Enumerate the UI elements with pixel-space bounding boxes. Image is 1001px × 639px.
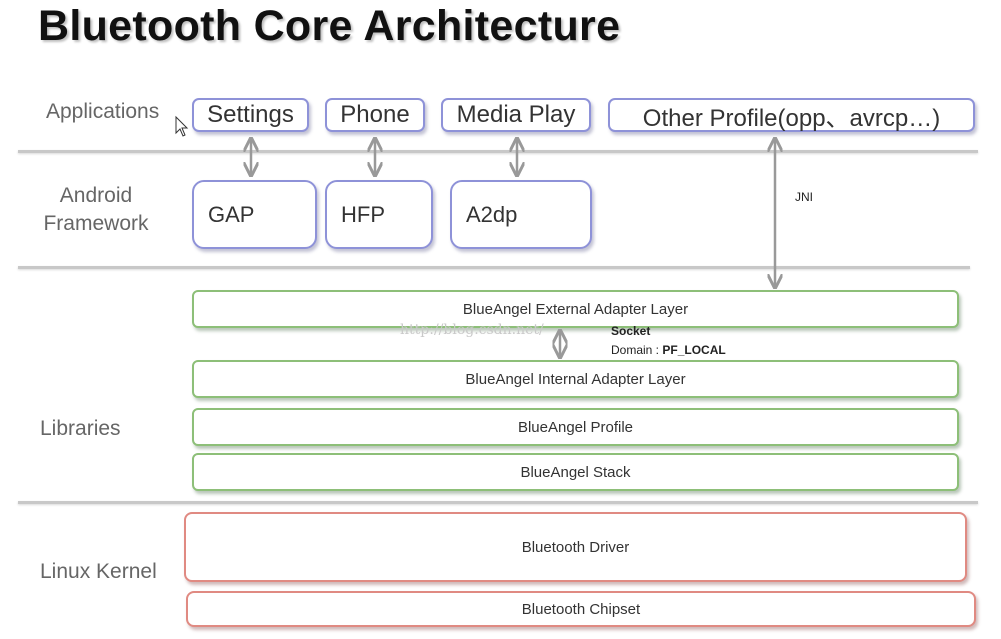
kernel-box-bluetooth-driver: Bluetooth Driver (184, 512, 967, 582)
socket-label: Socket (611, 324, 651, 338)
mouse-cursor-icon (175, 115, 189, 137)
framework-box-a2dp: A2dp (450, 180, 592, 249)
layer-label-linux-kernel: Linux Kernel (40, 560, 157, 583)
layer-label-applications: Applications (46, 100, 160, 123)
kernel-box-bluetooth-chipset: Bluetooth Chipset (186, 591, 976, 627)
socket-domain-prefix: Domain : (611, 343, 663, 357)
lib-box-internal-adapter: BlueAngel Internal Adapter Layer (192, 360, 959, 398)
lib-box-profile: BlueAngel Profile (192, 408, 959, 446)
layer-label-android-framework: Android Framework (40, 182, 152, 238)
separator-libraries (18, 501, 978, 504)
socket-domain: Domain : PF_LOCAL (611, 343, 726, 357)
app-box-media-play: Media Play (441, 98, 591, 132)
layer-label-framework-line1: Android (59, 184, 133, 207)
layer-label-framework-line2: Framework (43, 212, 149, 235)
separator-framework (18, 266, 970, 269)
watermark: http://blog.csdn.net/ (400, 322, 544, 338)
lib-box-stack: BlueAngel Stack (192, 453, 959, 491)
layer-label-libraries: Libraries (40, 417, 121, 440)
app-box-phone: Phone (325, 98, 425, 132)
jni-label: JNI (795, 190, 813, 204)
separator-applications (18, 150, 978, 153)
lib-box-external-adapter: BlueAngel External Adapter Layer (192, 290, 959, 328)
app-box-settings: Settings (192, 98, 309, 132)
framework-box-hfp: HFP (325, 180, 433, 249)
framework-box-gap: GAP (192, 180, 317, 249)
socket-domain-value: PF_LOCAL (662, 343, 726, 357)
page-title: Bluetooth Core Architecture (38, 2, 621, 50)
app-box-other-profile: Other Profile(opp、avrcp…) (608, 98, 975, 132)
